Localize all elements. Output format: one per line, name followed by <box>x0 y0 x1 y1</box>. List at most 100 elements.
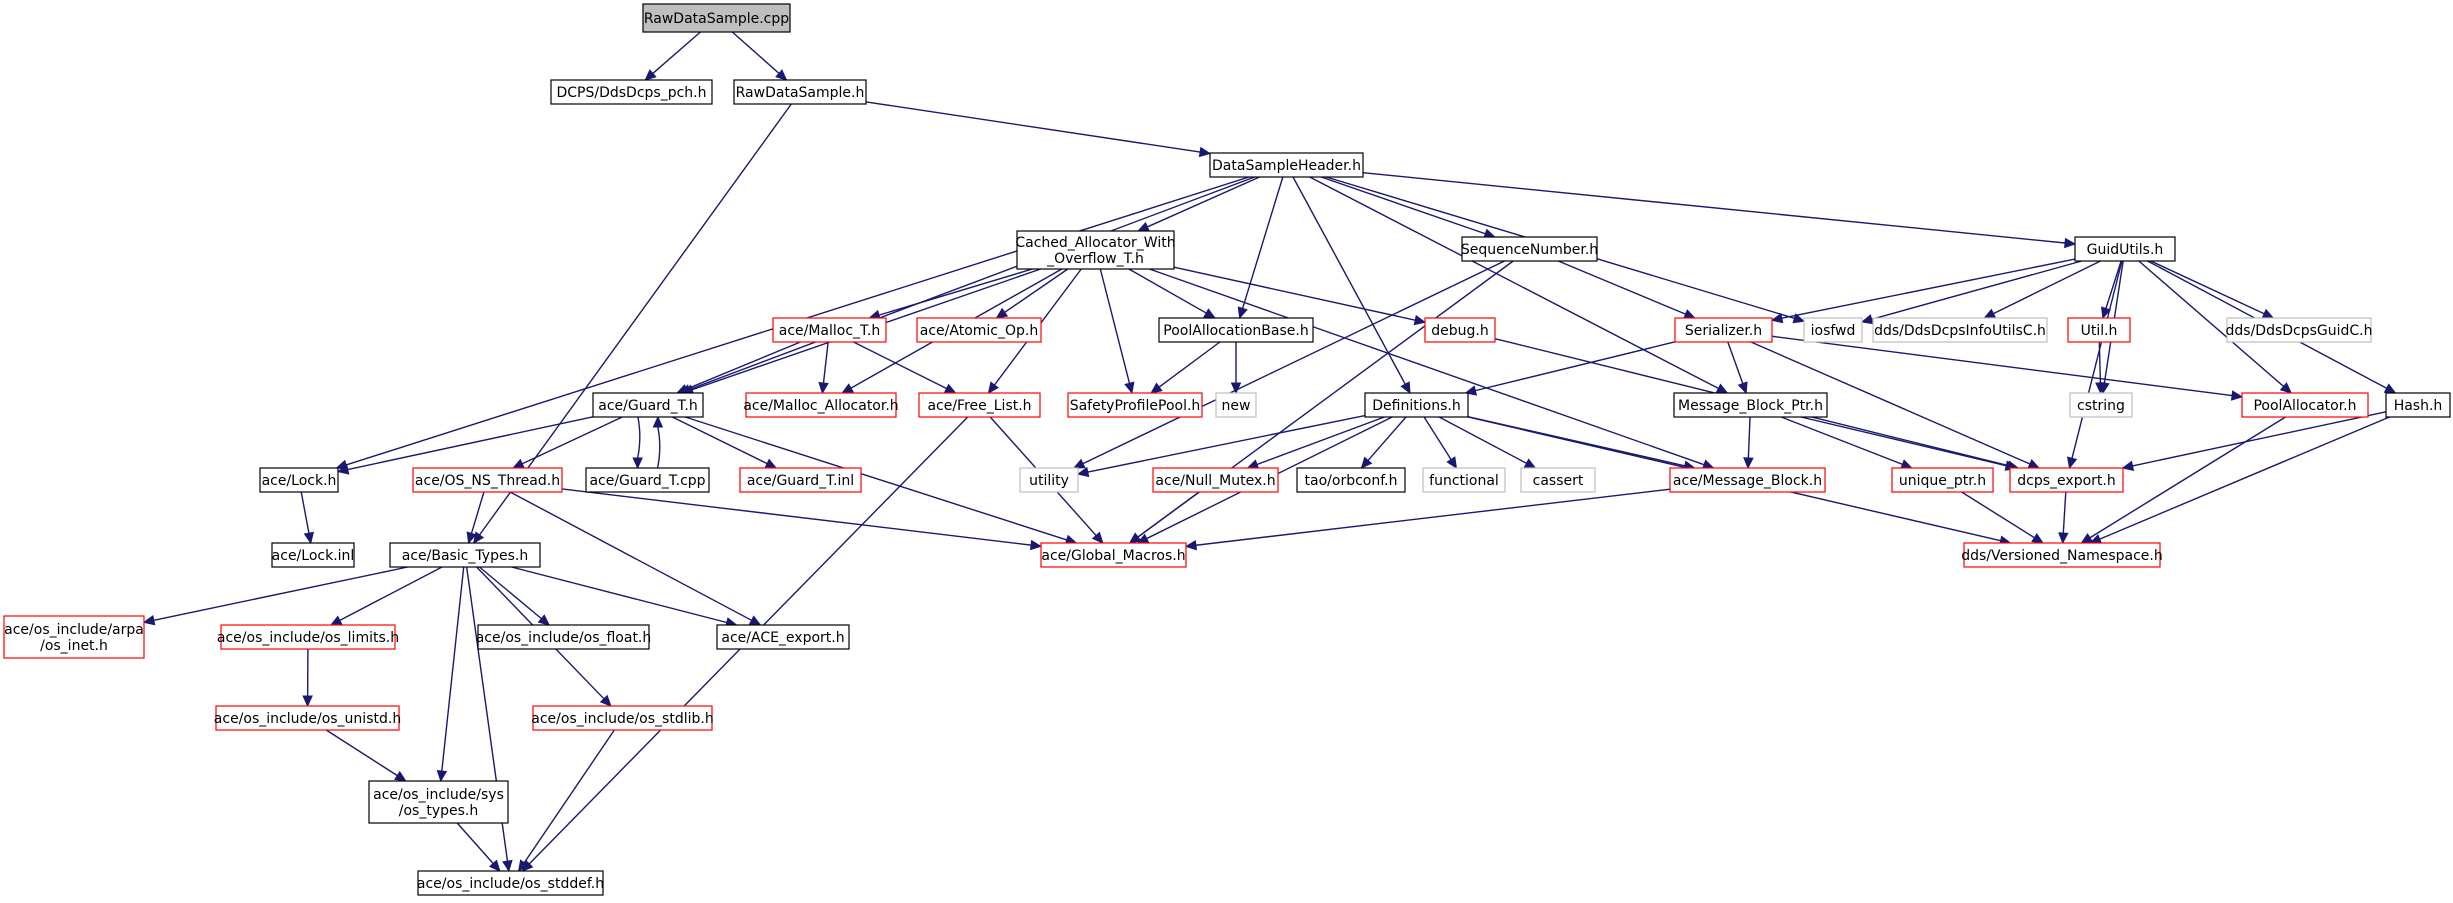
node-box <box>1461 236 1598 262</box>
arrowhead <box>1091 531 1104 544</box>
edge-datasampleheader-to-guidutils <box>1362 171 2066 244</box>
node-safetyprofilepool[interactable]: SafetyProfilePool.h <box>1067 392 1203 418</box>
node-lock-inl[interactable]: ace/Lock.inl <box>271 542 355 568</box>
node-box <box>1364 392 1469 418</box>
edge-guard-t-to-guard-t-cpp <box>636 416 641 459</box>
node-box <box>1674 317 1773 343</box>
node-rawdatasample-cpp[interactable]: RawDataSample.cpp <box>642 3 791 33</box>
arrowhead <box>1128 532 1142 544</box>
node-new: new <box>1215 392 1257 418</box>
node-datasampleheader[interactable]: DataSampleHeader.h <box>1209 152 1364 178</box>
node-infoutilsc: dds/DdsDcpsInfoUtilsC.h <box>1872 317 2048 343</box>
edge-malloc-t-to-free-list <box>853 341 947 390</box>
node-box <box>1669 467 1826 493</box>
node-definitions[interactable]: Definitions.h <box>1364 392 1469 418</box>
node-atomic-op[interactable]: ace/Atomic_Op.h <box>916 317 1042 343</box>
node-box <box>592 392 704 418</box>
node-malloc-t[interactable]: ace/Malloc_T.h <box>772 317 887 343</box>
node-serializer[interactable]: Serializer.h <box>1674 317 1773 343</box>
arrowhead <box>1076 466 1090 478</box>
node-box <box>368 780 509 824</box>
node-versioned-ns[interactable]: dds/Versioned_Namespace.h <box>1961 542 2163 568</box>
edge-cached-alloc-to-poolallocationbase <box>1128 268 1207 314</box>
node-label: new <box>1222 398 1251 414</box>
node-rawdatasample-h[interactable]: RawDataSample.h <box>733 79 867 105</box>
node-poolallocationbase[interactable]: PoolAllocationBase.h <box>1158 317 1314 343</box>
edge-datasampleheader-to-guard-t <box>689 176 1255 391</box>
node-box <box>1963 542 2161 568</box>
node-label: RawDataSample.h <box>736 85 865 101</box>
node-guard-t-inl[interactable]: ace/Guard_T.inl <box>739 467 862 493</box>
node-free-list[interactable]: ace/Free_List.h <box>918 392 1041 418</box>
edge-os-unistd-to-sys-types <box>325 729 398 777</box>
node-label: PoolAllocator.h <box>2253 398 2356 414</box>
edge-cached-alloc-to-atomic-op <box>1004 268 1069 313</box>
edge-datasampleheader-to-definitions <box>1292 176 1406 385</box>
node-unique-ptr[interactable]: unique_ptr.h <box>1891 467 1994 493</box>
node-label: functional <box>1429 473 1499 489</box>
node-os-stdlib[interactable]: ace/os_include/os_stdlib.h <box>531 705 714 731</box>
node-box <box>1422 467 1506 493</box>
node-guidutils[interactable]: GuidUtils.h <box>2074 236 2176 262</box>
arrowhead <box>2095 382 2106 395</box>
node-sequencenumber[interactable]: SequenceNumber.h <box>1461 236 1598 262</box>
node-iosfwd: iosfwd <box>1803 317 1863 343</box>
edge-guard-t-to-lock <box>347 416 594 471</box>
node-message-block[interactable]: ace/Message_Block.h <box>1669 467 1826 493</box>
node-label: utility <box>1029 473 1069 489</box>
node-poolallocator[interactable]: PoolAllocator.h <box>2241 392 2369 418</box>
node-dcps-export[interactable]: dcps_export.h <box>2009 467 2124 493</box>
edge-guidutils-to-infoutilsc <box>1993 260 2101 315</box>
node-box <box>389 542 541 568</box>
node-malloc-allocator[interactable]: ace/Malloc_Allocator.h <box>743 392 899 418</box>
node-lock[interactable]: ace/Lock.h <box>259 467 339 493</box>
node-sys-types[interactable]: ace/os_include/sys/os_types.h <box>368 780 509 824</box>
edge-serializer-to-definitions <box>1475 341 1676 392</box>
node-label: ace/Message_Block.h <box>1673 473 1822 489</box>
node-label: ace/os_include/os_unistd.h <box>214 711 401 727</box>
arrowhead <box>1860 314 1874 325</box>
node-box <box>733 79 867 105</box>
node-global-macros[interactable]: ace/Global_Macros.h <box>1040 542 1187 568</box>
edge-definitions-to-utility <box>1087 414 1366 473</box>
node-box <box>2069 392 2133 418</box>
node-box <box>1872 317 2048 343</box>
node-cached-alloc[interactable]: Cached_Allocator_With_Overflow_T.h <box>1015 230 1176 270</box>
node-util[interactable]: Util.h <box>2067 317 2131 343</box>
arrowhead <box>995 307 1009 319</box>
node-dcps-pch[interactable]: DCPS/DdsDcps_pch.h <box>550 79 713 105</box>
node-ace-export[interactable]: ace/ACE_export.h <box>716 624 850 650</box>
arrowhead <box>1072 458 1086 469</box>
edge-guidutils-to-iosfwd <box>1871 260 2082 320</box>
arrowhead <box>599 694 612 707</box>
node-label: ace/Lock.h <box>262 473 337 489</box>
node-os-unistd[interactable]: ace/os_include/os_unistd.h <box>214 705 401 731</box>
node-box <box>1673 392 1828 418</box>
node-arpa-inet[interactable]: ace/os_include/arpa/os_inet.h <box>3 615 145 659</box>
node-label: DCPS/DdsDcps_pch.h <box>556 85 706 101</box>
node-message-block-ptr[interactable]: Message_Block_Ptr.h <box>1673 392 1828 418</box>
node-os-ns-thread[interactable]: ace/OS_NS_Thread.h <box>412 467 563 493</box>
node-box <box>2067 317 2131 343</box>
node-label: Cached_Allocator_With <box>1015 235 1175 251</box>
edge-cached-alloc-to-safetyprofilepool <box>1099 268 1131 384</box>
node-orbconf[interactable]: tao/orbconf.h <box>1296 467 1406 493</box>
arrowhead <box>1983 308 1997 319</box>
node-os-float[interactable]: ace/os_include/os_float.h <box>476 624 652 650</box>
node-hash[interactable]: Hash.h <box>2385 392 2451 418</box>
arrowhead <box>142 615 156 626</box>
node-debug[interactable]: debug.h <box>1424 317 1496 343</box>
node-guard-t-cpp[interactable]: ace/Guard_T.cpp <box>585 467 710 493</box>
node-os-limits[interactable]: ace/os_include/os_limits.h <box>217 624 399 650</box>
node-box <box>916 317 1042 343</box>
node-guard-t[interactable]: ace/Guard_T.h <box>592 392 704 418</box>
edge-rawdatasample-cpp-to-dcps-pch <box>652 31 701 74</box>
node-os-stddef[interactable]: ace/os_include/os_stddef.h <box>417 870 604 896</box>
node-basic-types[interactable]: ace/Basic_Types.h <box>389 542 541 568</box>
node-box <box>1067 392 1203 418</box>
arrowhead <box>1413 314 1427 326</box>
arrowhead <box>1137 221 1150 232</box>
node-box <box>2009 467 2124 493</box>
arrowhead <box>1029 539 1043 551</box>
node-null-mutex[interactable]: ace/Null_Mutex.h <box>1152 467 1279 493</box>
